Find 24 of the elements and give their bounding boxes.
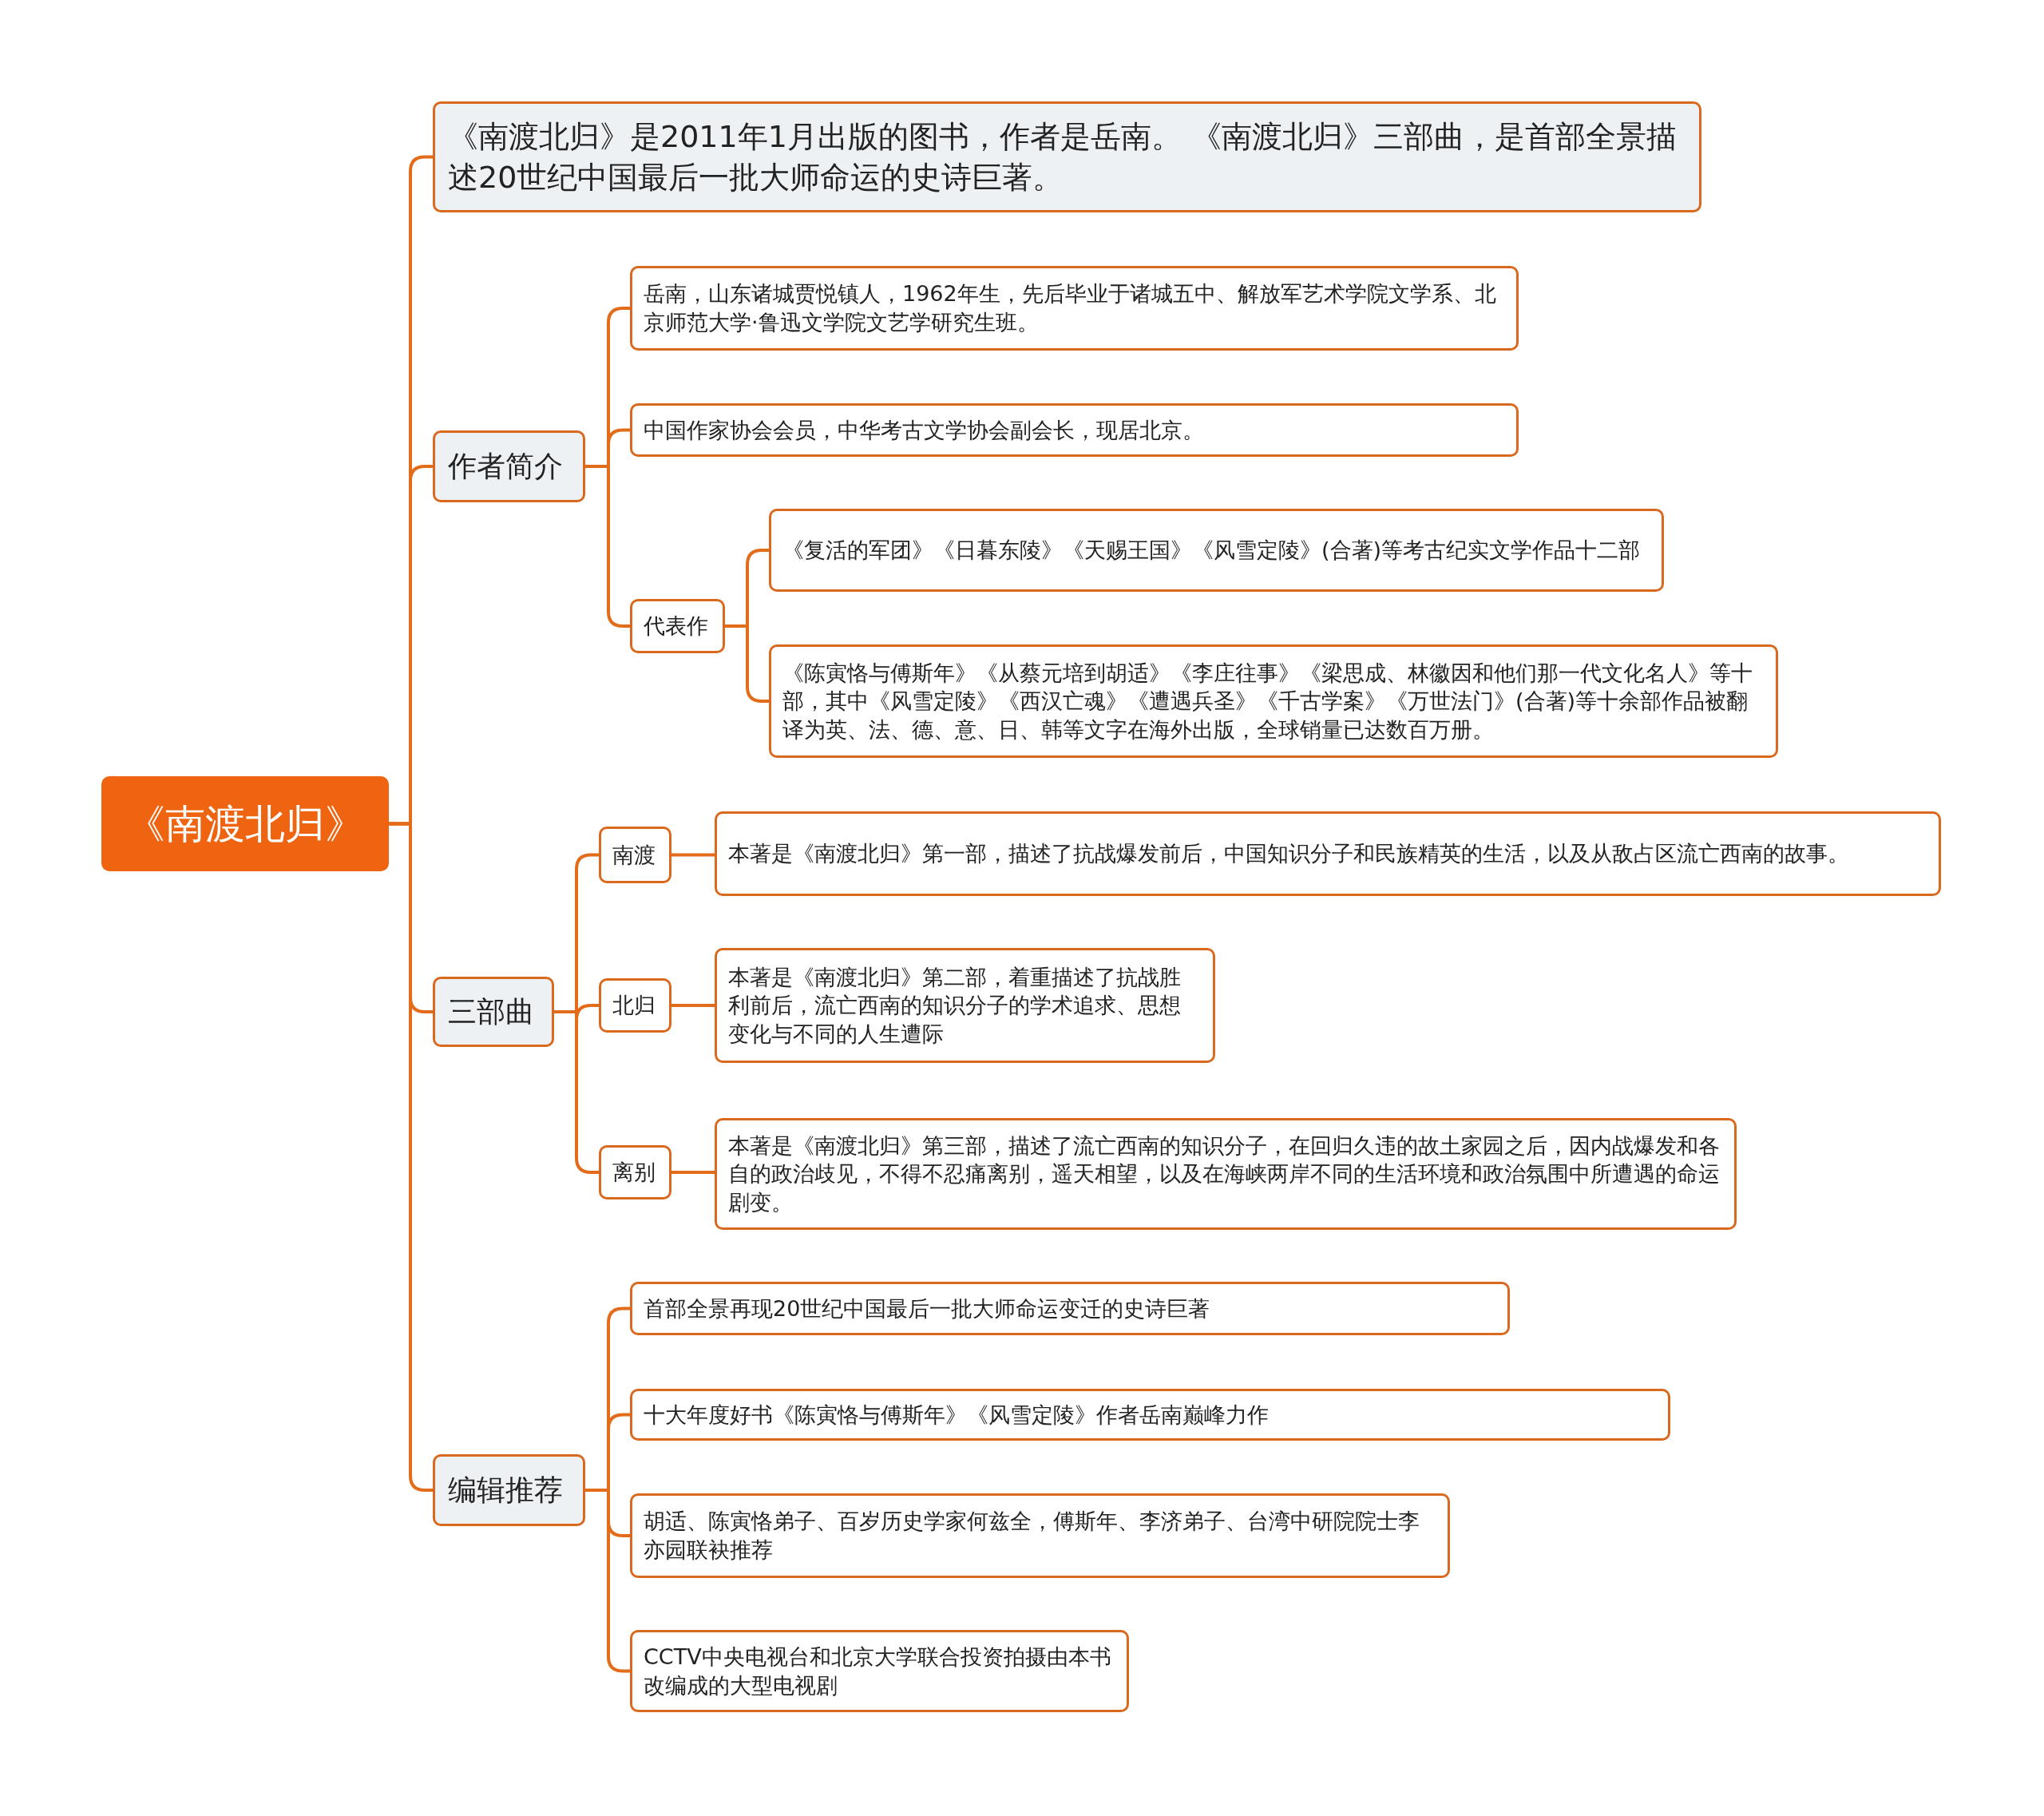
topic-box: 离别 bbox=[599, 1145, 671, 1199]
topic-box: 岳南，山东诸城贾悦镇人，1962年生，先后毕业于诸城五中、解放军艺术学院文学系、北京师范大学·鲁迅文学院文艺学研究生班。 bbox=[630, 266, 1519, 351]
topic-box: 《南渡北归》是2011年1月出版的图书，作者是岳南。 《南渡北归》三部曲，是首部全景描述20世纪中国最后一批大师命运的史诗巨著。 bbox=[433, 101, 1701, 212]
topic-box: 本著是《南渡北归》第二部，着重描述了抗战胜利前后，流亡西南的知识分子的学术追求、思想变化与不同的人生遭际 bbox=[715, 948, 1215, 1063]
connector-line bbox=[725, 624, 769, 703]
topic-box: 本著是《南渡北归》第一部，描述了抗战爆发前后，中国知识分子和民族精英的生活，以及从敌占区流亡西南的故事。 bbox=[715, 811, 1941, 896]
topic-box: 南渡 bbox=[599, 827, 671, 883]
topic-box: 本著是《南渡北归》第三部，描述了流亡西南的知识分子，在回归久违的故土家园之后，因内战爆发和各自的政治歧见，不得不忍痛离别，遥天相望，以及在海峡两岸不同的生活环境和政治氛围中所遭遇的命运剧变。 bbox=[715, 1118, 1737, 1230]
connector-line bbox=[671, 1004, 715, 1007]
topic-box: 胡适、陈寅恪弟子、百岁历史学家何兹全，傅斯年、李济弟子、台湾中研院院士李亦园联袂推荐 bbox=[630, 1493, 1450, 1578]
topic-box: 编辑推荐 bbox=[433, 1454, 585, 1526]
topic-box: CCTV中央电视台和北京大学联合投资拍摄由本书改编成的大型电视剧 bbox=[630, 1630, 1129, 1712]
topic-box: 十大年度好书《陈寅恪与傅斯年》《风雪定陵》作者岳南巅峰力作 bbox=[630, 1389, 1670, 1441]
topic-box: 三部曲 bbox=[433, 977, 554, 1047]
topic-box: 《复活的军团》《日暮东陵》《天赐王国》《风雪定陵》(合著)等考古纪实文学作品十二部 bbox=[769, 509, 1664, 592]
central-topic-box: 《南渡北归》 bbox=[101, 776, 389, 871]
topic-box: 作者简介 bbox=[433, 430, 585, 502]
topic-box: 代表作 bbox=[630, 599, 725, 653]
topic-box: 北归 bbox=[599, 978, 671, 1033]
topic-box: 中国作家协会会员，中华考古文学协会副会长，现居北京。 bbox=[630, 403, 1519, 457]
connector-line bbox=[671, 1171, 715, 1174]
topic-box: 《陈寅恪与傅斯年》《从蔡元培到胡适》《李庄往事》《梁思成、林徽因和他们那一代文化名人》等十部，其中《风雪定陵》《西汉亡魂》《遭遇兵圣》《千古学案》《万世法门》(合著)等十余部作品被翻译为英、法、德、意、日、韩等文字在海外出版，全球销量已达数百万册。 bbox=[769, 644, 1778, 758]
topic-box: 首部全景再现20世纪中国最后一批大师命运变迁的史诗巨著 bbox=[630, 1282, 1510, 1335]
connector-line bbox=[671, 853, 715, 857]
